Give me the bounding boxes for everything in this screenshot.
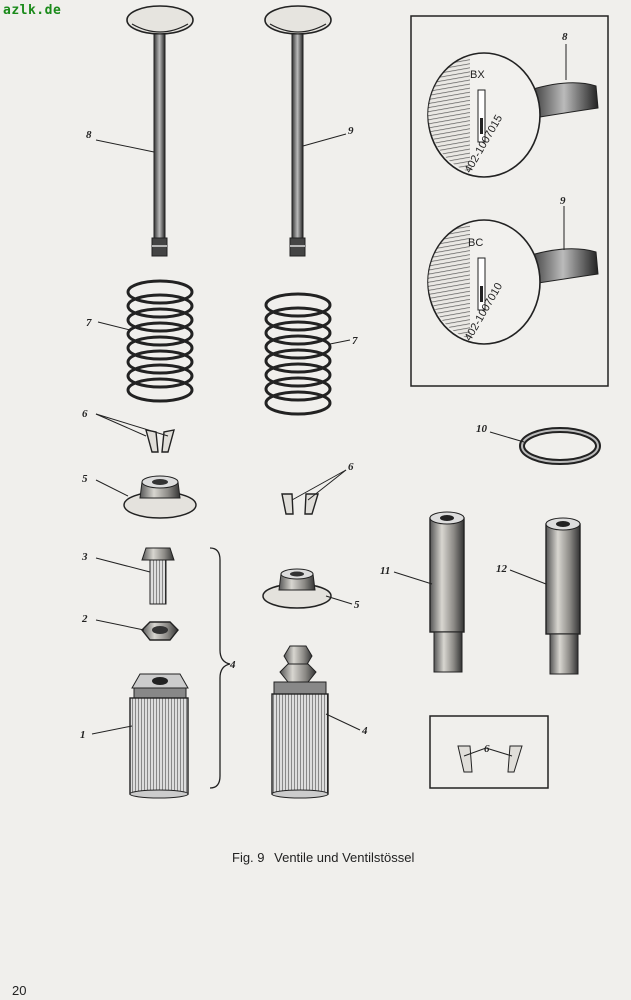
callout-4-bracket: 4 (229, 659, 236, 671)
callout-8: 8 (86, 129, 92, 141)
callout-7-left: 7 (86, 317, 92, 329)
callout-6-right: 6 (348, 461, 354, 473)
valve-spring-left (126, 279, 194, 403)
callout-8-inset: 8 (562, 31, 568, 43)
figure-caption: Fig. 9 Ventile und Ventilstössel (232, 850, 414, 865)
callout-9-inset: 9 (560, 195, 566, 207)
page-number: 20 (12, 983, 27, 998)
site-watermark: azlk.de (3, 3, 62, 18)
exhaust-valve-9 (264, 5, 332, 257)
callout-6-left: 6 (82, 408, 88, 420)
callout-10: 10 (476, 423, 488, 435)
callout-12: 12 (496, 563, 508, 575)
callout-3: 3 (81, 551, 88, 563)
intake-valve-marking: BX (470, 69, 485, 81)
figure-title: Ventile und Ventilstössel (274, 850, 415, 865)
valve-collets-right (281, 493, 319, 515)
callout-11: 11 (380, 565, 390, 577)
tappet-assembly-4 (271, 645, 329, 799)
lock-nut-2 (141, 621, 179, 641)
tappet-body-1 (129, 673, 189, 799)
callout-1: 1 (80, 729, 86, 741)
valve-guide-11 (429, 511, 465, 673)
exhaust-valve-marking: BC (468, 237, 483, 249)
callout-9: 9 (348, 125, 354, 137)
intake-valve-8 (126, 5, 194, 257)
figure-number: Fig. 9 (232, 850, 265, 865)
spring-retainer-right (262, 568, 332, 609)
adjusting-bolt-3 (141, 547, 175, 605)
valve-spring-right (264, 292, 332, 416)
intake-valve-head-detail: BX 402-1007015 (427, 52, 599, 178)
callout-4: 4 (361, 725, 368, 737)
callout-5-left: 5 (82, 473, 88, 485)
spring-retainer-left (123, 475, 197, 519)
callout-5-right: 5 (354, 599, 360, 611)
leader-lines (91, 44, 567, 757)
callout-7-right: 7 (352, 335, 358, 347)
callout-6-inset: 6 (484, 743, 490, 755)
valve-head-detail-inset (410, 15, 609, 387)
assembly-bracket (209, 547, 231, 789)
valve-guide-12 (545, 517, 581, 675)
collet-detail-inset (429, 715, 549, 789)
callout-2: 2 (81, 613, 88, 625)
valve-seat-ring-10 (519, 427, 601, 465)
exhaust-valve-head-detail: BC 402-1007010 (427, 219, 599, 345)
